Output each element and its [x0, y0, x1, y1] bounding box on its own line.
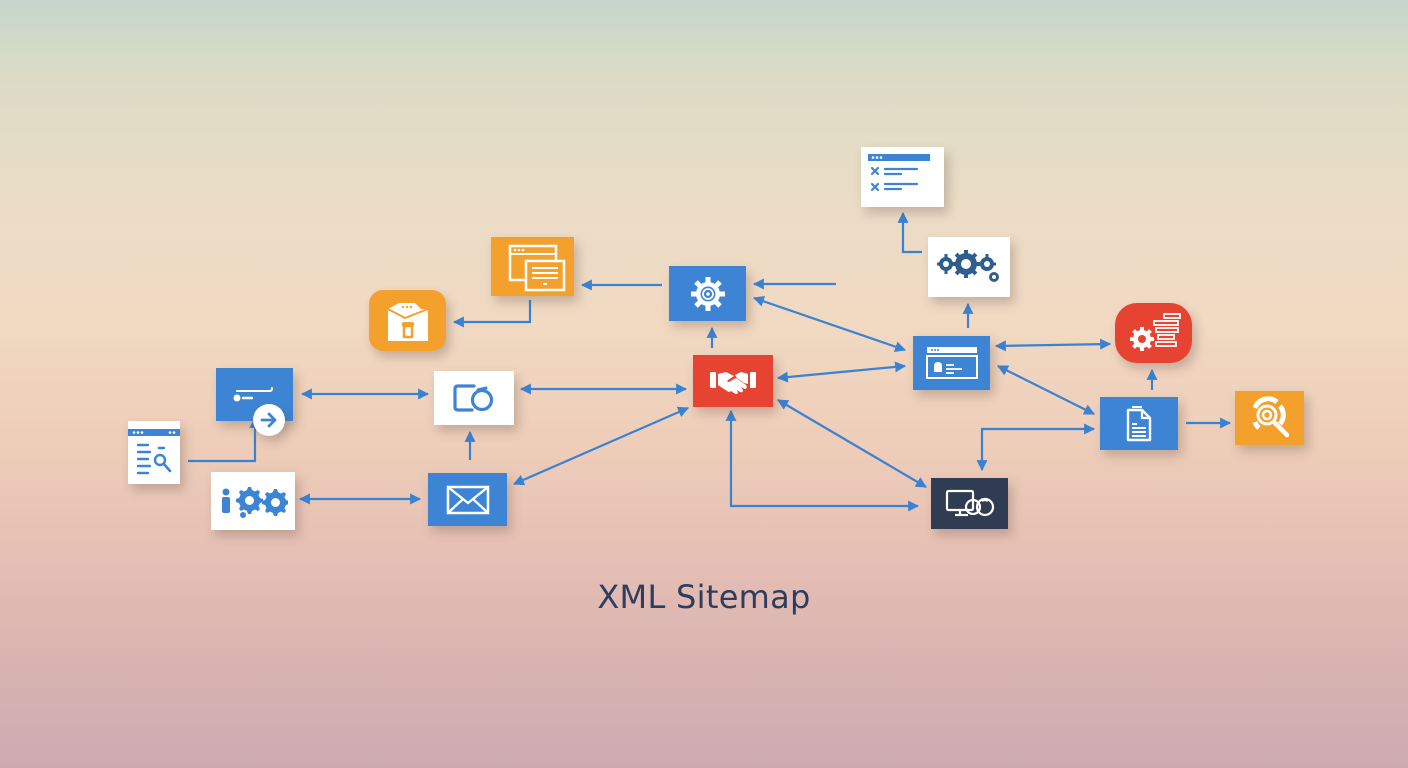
node-task-list[interactable]: [861, 147, 944, 207]
gear-list-icon: [1129, 313, 1181, 351]
node-partnership[interactable]: [693, 355, 773, 407]
monitor-devices-icon: [945, 489, 994, 516]
edge-gears-to-tasklist: [897, 211, 922, 254]
node-email[interactable]: [428, 473, 507, 526]
magnifier-gear-icon: [1252, 396, 1289, 438]
user-gears-icon: [222, 487, 288, 518]
edge-windows-to-folder: [452, 300, 532, 328]
document-icon: [1126, 405, 1152, 441]
node-search-document[interactable]: [128, 421, 180, 484]
edge-partnership-devices: [777, 399, 927, 488]
node-devices[interactable]: [931, 478, 1008, 529]
search-document-icon: [128, 429, 180, 475]
checklist-icon: [868, 154, 930, 192]
edge-document-devices: [976, 423, 1096, 472]
node-user-settings[interactable]: [211, 472, 295, 530]
node-document[interactable]: [1100, 397, 1178, 450]
node-windows[interactable]: [491, 237, 574, 296]
handshake-icon: [710, 372, 756, 394]
node-settings-gear[interactable]: [669, 266, 746, 321]
arrow-badge-button[interactable]: [253, 404, 285, 436]
edge-partnership-profile: [776, 361, 907, 383]
edge-email-partnership: [512, 406, 690, 486]
node-seo-search[interactable]: [1235, 391, 1304, 445]
locked-folder-icon: [387, 302, 428, 341]
edge-profile-document: [997, 365, 1095, 415]
edge-profile-config: [994, 338, 1112, 352]
login-line-icon: [233, 387, 273, 402]
gear-icon: [690, 276, 725, 311]
node-config[interactable]: [1115, 303, 1192, 363]
camera-icon: [453, 384, 494, 412]
browser-profile-icon: [925, 347, 978, 379]
diagram-title: XML Sitemap: [597, 578, 811, 616]
arrow-right-icon: [260, 412, 277, 428]
node-camera[interactable]: [434, 371, 514, 425]
edge-profile-gear: [752, 296, 907, 352]
edge-devices-partnership-loop: [725, 409, 920, 512]
browser-windows-icon: [508, 244, 565, 291]
node-web-profile[interactable]: [913, 336, 990, 390]
node-secure-folder[interactable]: [369, 290, 446, 351]
edge-search-doc-to-login: [188, 416, 261, 463]
envelope-icon: [446, 485, 489, 514]
gears-icon: [937, 250, 999, 282]
node-gears[interactable]: [928, 237, 1010, 297]
